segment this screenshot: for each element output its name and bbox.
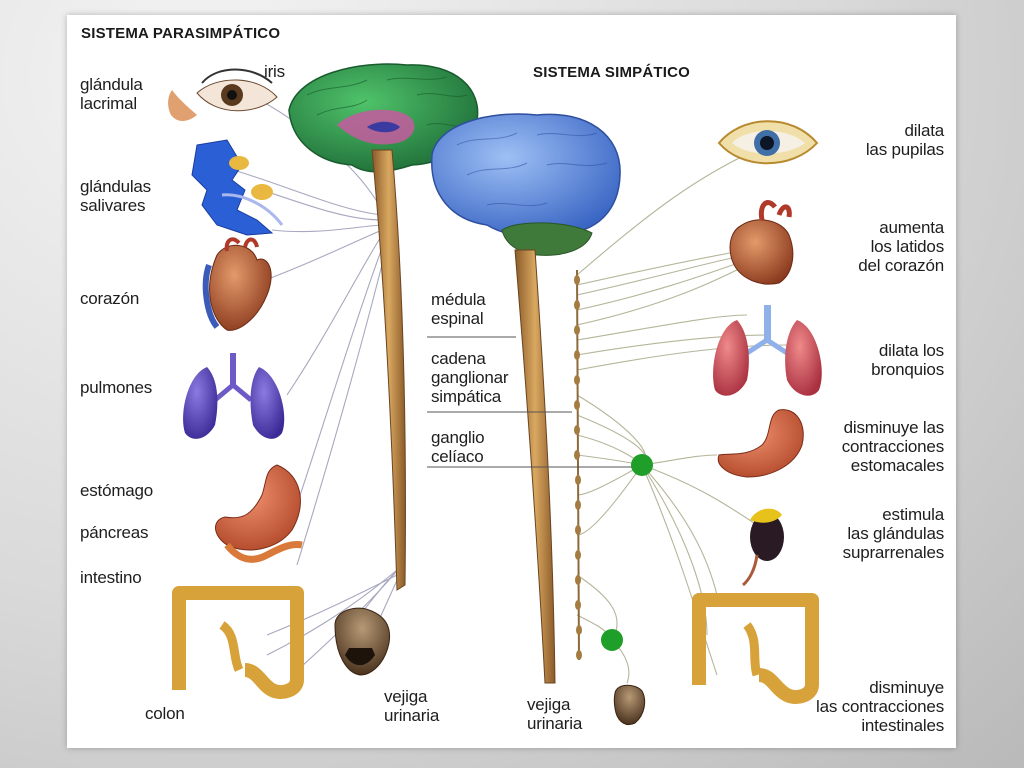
lacrimal-eye-icon xyxy=(168,68,278,121)
diagram-panel: SISTEMA PARASIMPÁTICO SISTEMA SIMPÁTICO … xyxy=(67,15,956,748)
label-iris: iris xyxy=(264,62,285,81)
lungs-icon xyxy=(183,353,285,439)
label-dilate-bronchi: dilata los bronquios xyxy=(871,341,944,379)
label-spinal-cord: médula espinal xyxy=(431,290,486,328)
lungs-icon-right xyxy=(713,305,822,396)
heart-icon xyxy=(202,237,272,331)
parasympathetic-spinal-cord xyxy=(371,149,406,591)
celiac-ganglion-icon xyxy=(631,454,653,476)
lower-ganglion-icon xyxy=(601,629,623,651)
colon-icon xyxy=(172,586,304,699)
label-stimulate-adrenal-glands: estimula las glándulas suprarrenales xyxy=(842,505,945,562)
label-dilate-pupils: dilata las pupilas xyxy=(865,121,944,159)
label-stomach: estómago xyxy=(80,481,154,500)
label-lacrimal-gland: glándula lacrimal xyxy=(80,75,143,113)
sympathetic-title: SISTEMA SIMPÁTICO xyxy=(533,64,691,81)
label-intestine: intestino xyxy=(80,568,142,587)
label-salivary-glands: glándulas salivares xyxy=(80,177,151,215)
heart-icon-right xyxy=(729,200,794,285)
salivary-glands-icon xyxy=(191,139,284,236)
label-increase-heartbeat: aumenta los latidos del corazón xyxy=(858,218,944,275)
label-bladder-right: vejiga urinaria xyxy=(527,695,583,733)
eye-icon xyxy=(717,120,819,165)
sympathetic-brain xyxy=(431,113,621,256)
nervous-system-diagram xyxy=(168,63,822,726)
bladder-icon-right xyxy=(613,684,646,726)
label-lungs: pulmones xyxy=(80,378,153,397)
sympathetic-ganglion-chain xyxy=(574,269,582,661)
adrenal-gland-icon xyxy=(741,508,784,587)
label-decrease-stomach-contractions: disminuye las contracciones estomacales xyxy=(841,418,944,475)
label-leader-lines xyxy=(427,336,632,468)
label-pancreas: páncreas xyxy=(80,523,149,542)
bladder-icon-left xyxy=(334,607,391,676)
label-colon: colon xyxy=(145,704,185,723)
label-celiac-ganglion: ganglio celíaco xyxy=(431,428,485,466)
stomach-icon xyxy=(215,464,303,563)
stomach-icon-right xyxy=(717,409,804,478)
parasympathetic-title: SISTEMA PARASIMPÁTICO xyxy=(81,25,281,42)
colon-icon-right xyxy=(692,593,819,704)
label-heart: corazón xyxy=(80,289,140,308)
label-decrease-intestinal-contractions: disminuye las contracciones intestinales xyxy=(816,678,944,735)
label-bladder-left: vejiga urinaria xyxy=(384,687,440,725)
parasympathetic-brain xyxy=(288,63,479,173)
label-sympathetic-ganglion-chain: cadena ganglionar simpática xyxy=(431,349,509,406)
